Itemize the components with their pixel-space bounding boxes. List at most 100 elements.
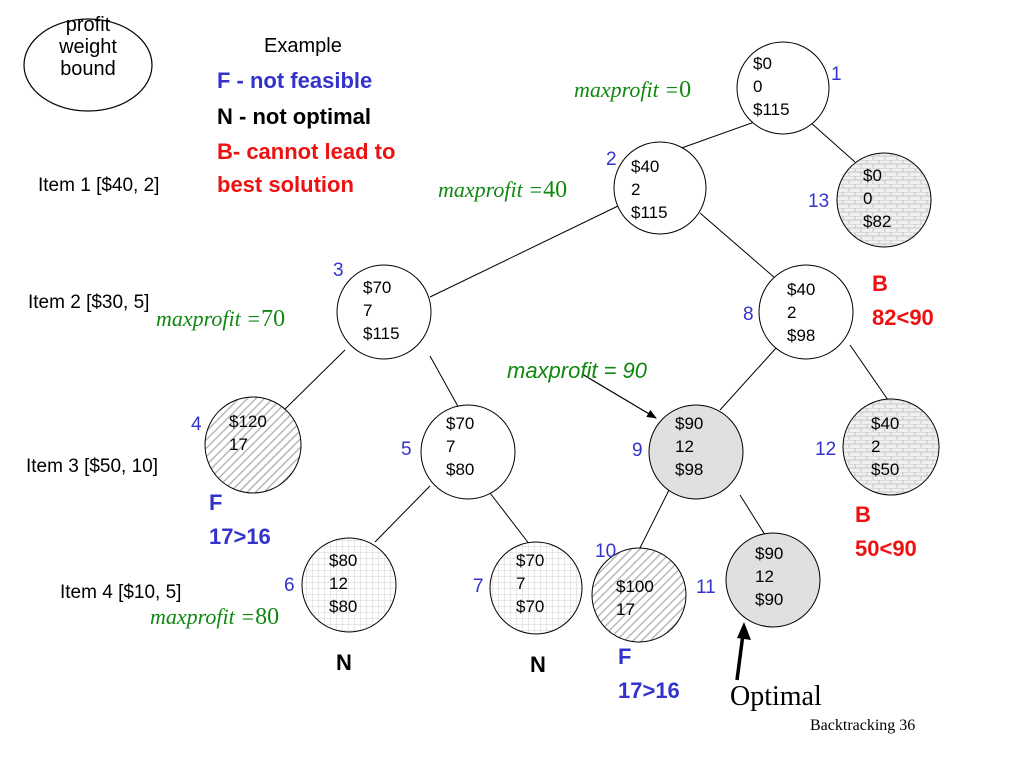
- node-2-profit: $40: [631, 157, 660, 176]
- tree-edges: [281, 119, 889, 549]
- edge-8-9: [719, 346, 778, 411]
- edge-3-5: [429, 355, 461, 411]
- maxprofit-label: maxprofit =: [156, 306, 262, 331]
- node-3-content: $70 7 $115: [363, 276, 400, 345]
- node-11-content: $90 12 $90: [755, 542, 783, 611]
- node-12-number: 12: [815, 439, 837, 460]
- node-7-profit: $70: [516, 551, 545, 570]
- node-10-circle: [591, 547, 687, 643]
- optimal-label: Optimal: [730, 681, 822, 712]
- node-10-weight: 17: [616, 600, 635, 619]
- node-6-content: $80 12 $80: [329, 549, 357, 618]
- node-12-circle: [842, 398, 940, 496]
- node-9-bound: $98: [675, 460, 704, 479]
- node-5-circle: [420, 404, 516, 500]
- legend-field-bound: bound: [60, 58, 116, 80]
- node-13-profit: $0: [863, 166, 882, 185]
- node-13-weight: 0: [863, 189, 873, 208]
- maxprofit-value: 80: [255, 604, 280, 630]
- node-3-profit: $70: [363, 278, 392, 297]
- node-6-not-optimal-mark: N: [336, 650, 352, 675]
- node-6-number: 6: [284, 575, 295, 596]
- node-5-bound: $80: [446, 460, 475, 479]
- edge-9-10: [639, 487, 671, 549]
- mark-letter: B: [855, 502, 871, 527]
- mark-letter: F: [209, 490, 223, 515]
- edge-1-13: [809, 121, 856, 163]
- node-7-not-optimal-mark: N: [530, 652, 546, 677]
- node-9-circle: [648, 404, 744, 500]
- item-2-label: Item 2 [$30, 5]: [28, 292, 150, 313]
- legend-field-weight: weight: [59, 36, 117, 58]
- item-4-label: Item 4 [$10, 5]: [60, 582, 182, 603]
- node-10-number: 10: [595, 541, 617, 562]
- node-12-bound-mark: B 50<90: [855, 498, 917, 566]
- node-10-profit: $100: [616, 577, 654, 596]
- node-1-number: 1: [831, 64, 842, 85]
- mark-letter: F: [618, 644, 632, 669]
- maxprofit-label: maxprofit = 90: [507, 358, 648, 383]
- mark-reason: 17>16: [209, 524, 271, 549]
- legend-ellipse: [23, 18, 153, 112]
- node-6-weight: 12: [329, 574, 348, 593]
- legend-b-line1: B- cannot lead to: [217, 139, 396, 164]
- edge-3-4: [281, 349, 346, 413]
- maxprofit-label: maxprofit =: [150, 604, 256, 629]
- legend-b-line2: best solution: [217, 172, 354, 197]
- node-11-profit: $90: [755, 544, 784, 563]
- node-4-number: 4: [191, 414, 202, 435]
- maxprofit-value: 0: [679, 77, 692, 103]
- node-13-bound-mark: B 82<90: [872, 267, 934, 335]
- edge-8-12: [849, 344, 889, 401]
- item-1-label: Item 1 [$40, 2]: [38, 175, 160, 196]
- slide-footer: Backtracking 36: [810, 717, 916, 734]
- node-12-profit: $40: [871, 414, 900, 433]
- edge-9-11: [739, 494, 768, 539]
- maxprofit-annotation-0: maxprofit =0: [574, 76, 691, 105]
- node-2-number: 2: [606, 149, 617, 170]
- node-8-weight: 2: [787, 303, 797, 322]
- node-2-bound: $115: [631, 203, 668, 222]
- legend-f: F - not feasible: [217, 68, 373, 93]
- node-8-number: 8: [743, 304, 754, 325]
- mark-reason: 82<90: [872, 305, 934, 330]
- node-12-content: $40 2 $50: [871, 412, 899, 481]
- node-6-circle: [301, 537, 397, 633]
- legend-field-profit: profit: [65, 14, 111, 36]
- node-4-profit: $120: [229, 412, 267, 431]
- node-1-bound: $115: [753, 100, 790, 119]
- legend-n: N - not optimal: [217, 104, 371, 129]
- node-4-content: $120 17: [229, 410, 267, 456]
- node-1-circle: [736, 41, 830, 135]
- node-13-bound: $82: [863, 212, 892, 231]
- node-11-number: 11: [696, 577, 716, 598]
- node-7-weight: 7: [516, 574, 526, 593]
- edge-2-8: [699, 212, 776, 279]
- node-2-circle: [613, 141, 707, 235]
- node-7-bound: $70: [516, 597, 545, 616]
- node-5-weight: 7: [446, 437, 456, 456]
- node-8-bound: $98: [787, 326, 816, 345]
- node-9-profit: $90: [675, 414, 704, 433]
- node-13-content: $0 0 $82: [863, 164, 891, 233]
- node-4-weight: 17: [229, 435, 248, 454]
- mark-letter: B: [872, 271, 888, 296]
- node-8-content: $40 2 $98: [787, 278, 815, 347]
- maxprofit-annotation-40: maxprofit =40: [438, 176, 567, 205]
- node-11-weight: 12: [755, 567, 774, 586]
- edge-2-3: [429, 205, 619, 298]
- maxprofit-annotation-70: maxprofit =70: [156, 305, 285, 334]
- node-5-profit: $70: [446, 414, 475, 433]
- node-3-number: 3: [333, 260, 344, 281]
- maxprofit-annotation-80: maxprofit =80: [150, 603, 279, 632]
- legend-title: Example: [264, 35, 342, 57]
- mark-reason: 17>16: [618, 678, 680, 703]
- node-11-bound: $90: [755, 590, 784, 609]
- node-2-content: $40 2 $115: [631, 155, 668, 224]
- node-8-profit: $40: [787, 280, 816, 299]
- node-6-profit: $80: [329, 551, 358, 570]
- maxprofit-value: 40: [543, 177, 568, 203]
- node-7-circle: [489, 541, 583, 635]
- node-4-circle: [204, 396, 302, 494]
